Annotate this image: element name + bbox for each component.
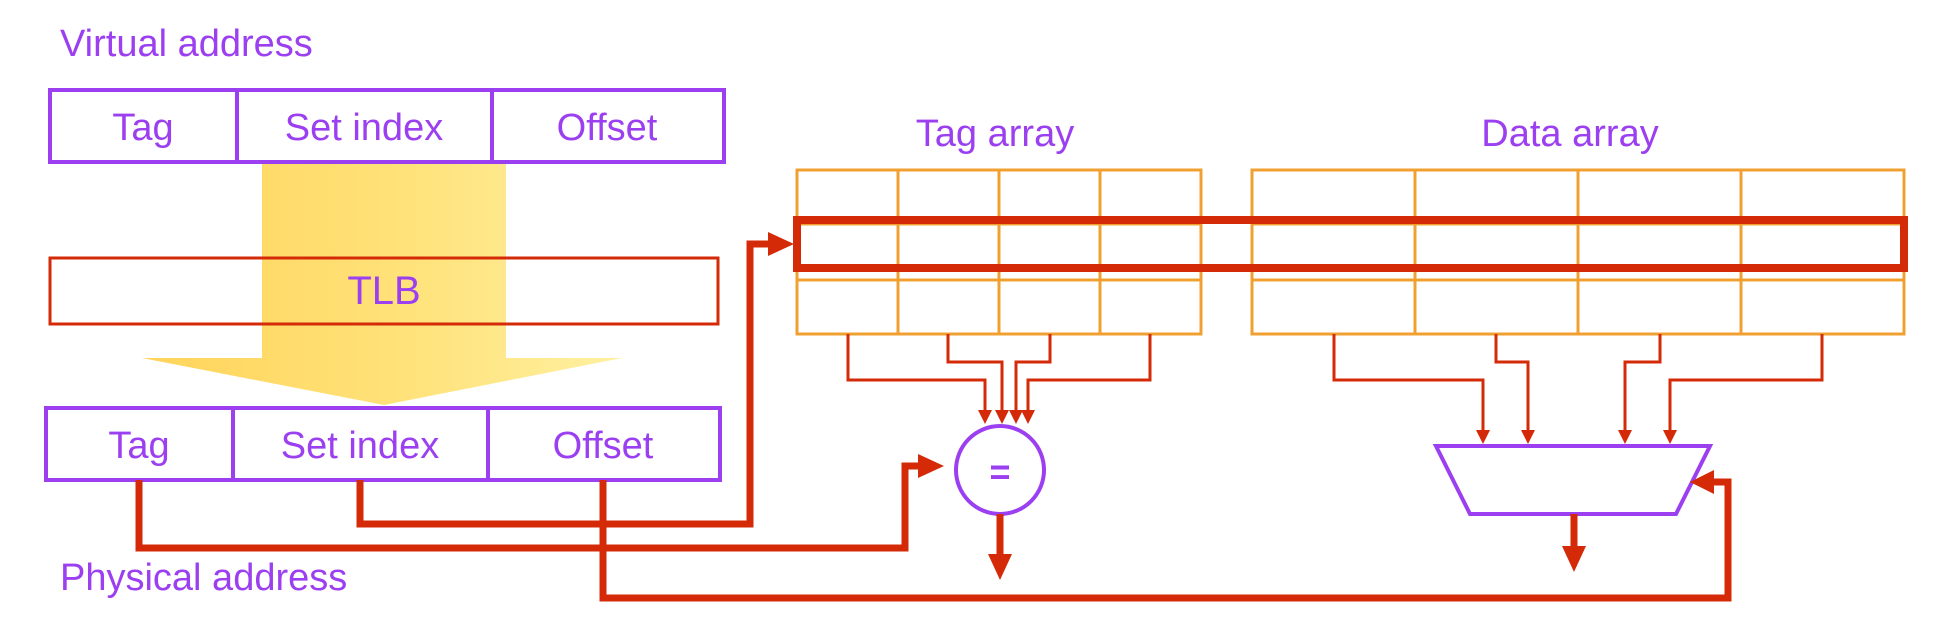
tag-array-output-wires (846, 334, 1152, 412)
virtual-address-register (48, 88, 726, 164)
physical-offset-field: Offset (553, 425, 654, 467)
physical-tag-field: Tag (108, 425, 169, 467)
set-select-arrowhead (768, 232, 794, 256)
tag-array-output-arrowheads (978, 410, 1035, 424)
data-array-title: Data array (1481, 113, 1658, 155)
physical-set-index-field: Set index (281, 425, 439, 467)
physical-address-title: Physical address (60, 557, 347, 599)
tlb-box (48, 256, 720, 326)
tlb-label: TLB (347, 269, 420, 313)
data-multiplexer (1432, 444, 1714, 516)
tag-array-grid (795, 168, 1203, 336)
data-array-output-wires (1332, 334, 1824, 432)
virtual-address-title: Virtual address (60, 23, 313, 65)
selected-set-highlight (793, 216, 1908, 272)
translation-arrow (142, 162, 622, 405)
data-array-grid (1250, 168, 1906, 336)
virtual-tag-field: Tag (112, 107, 173, 149)
comparator-input-arrowhead (918, 454, 944, 478)
offset-wire (599, 478, 1732, 602)
virtual-offset-field: Offset (557, 107, 658, 149)
data-output-arrowhead (1562, 546, 1586, 572)
physical-tag-wire (135, 462, 920, 552)
virtual-set-index-field: Set index (285, 107, 443, 149)
mux-select-arrowhead (1690, 470, 1714, 494)
data-array-output-arrowheads (1476, 430, 1677, 444)
set-index-wire (356, 240, 770, 528)
tag-array-title: Tag array (916, 113, 1074, 155)
comparator-symbol: = (989, 451, 1010, 492)
physical-address-register (44, 406, 722, 482)
hit-output-arrowhead (988, 554, 1012, 580)
